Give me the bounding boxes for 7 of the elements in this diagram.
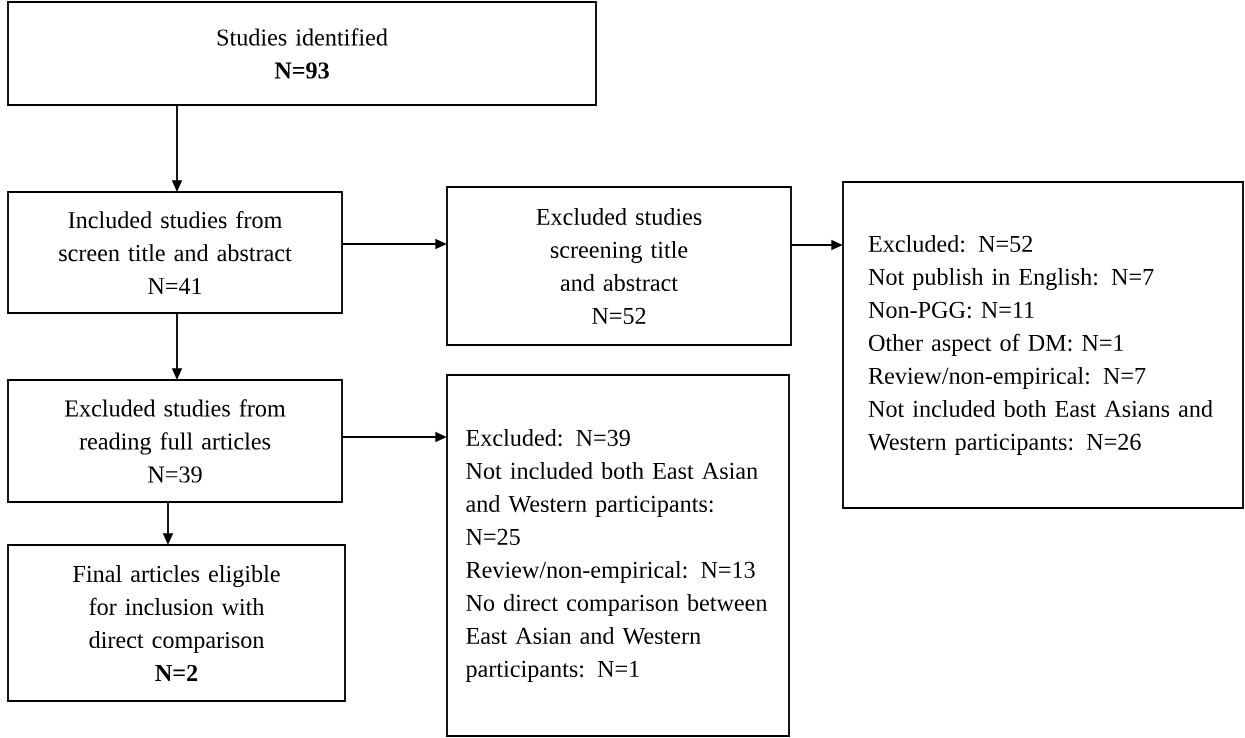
process-box: Excluded: N=52 Not publish in English: N=7 Non-PGG: N=11 Other aspect of DM: N=1 Review/non-empirical: N=7 Not included both East Asians and Western participants: N=26 <box>842 181 1244 509</box>
process-box: Excluded studies screening title and abstract N=52 <box>446 186 792 346</box>
process-box: Final articles eligible for inclusion with direct comparison N=2 <box>7 544 346 702</box>
process-box: Excluded: N=39 Not included both East Asian and Western participants: N=25 Review/non-empirical: N=13 No direct comparison between East Asian and Western participants: N=1 <box>446 374 790 737</box>
process-box: Included studies from screen title and abstract N=41 <box>7 191 343 314</box>
process-box: Studies identified N=93 <box>7 1 597 106</box>
process-box: Excluded studies from reading full articles N=39 <box>7 379 343 503</box>
